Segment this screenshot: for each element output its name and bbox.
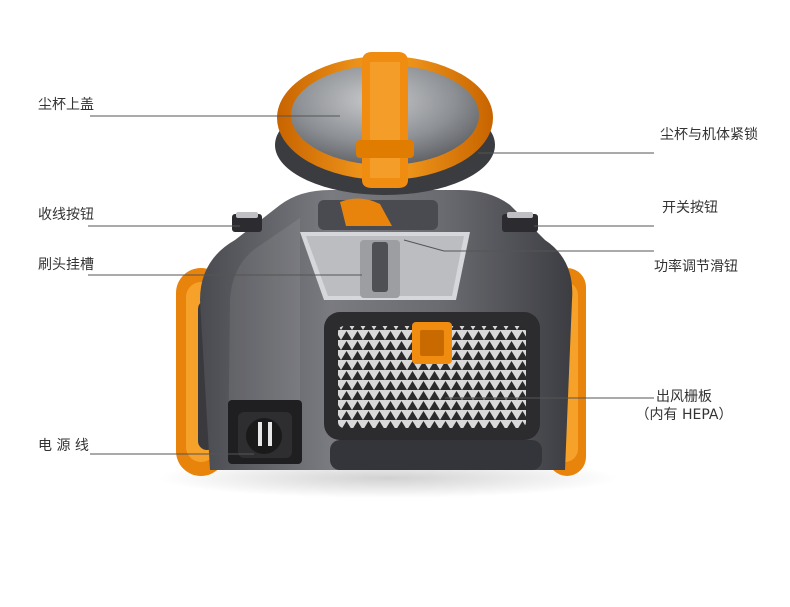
label-brush-holder: 刷头挂槽 xyxy=(38,257,94,273)
exhaust-grille xyxy=(324,312,540,440)
label-exhaust-grille: 出风栅板 xyxy=(656,389,712,405)
body-highlight xyxy=(228,218,300,460)
leader-lines xyxy=(88,115,654,455)
label-cord-rewind-button: 收线按钮 xyxy=(38,207,94,223)
label-power-switch-button: 开关按钮 xyxy=(662,200,718,216)
dust-cup-handle xyxy=(356,52,414,188)
label-dust-cup-lock: 尘杯与机体紧锁 xyxy=(660,127,758,143)
label-exhaust-hepa-note: （内有 HEPA） xyxy=(635,407,733,423)
power-cord-plug xyxy=(228,400,302,464)
label-exhaust-grille-group: 出风栅板 （内有 HEPA） xyxy=(622,388,746,424)
label-power-cord: 电 源 线 xyxy=(38,438,89,454)
cord-rewind-button xyxy=(232,212,262,232)
power-slider xyxy=(318,198,438,230)
label-power-slider: 功率调节滑钮 xyxy=(654,259,738,275)
power-switch-button xyxy=(502,212,538,232)
brush-holder-panel xyxy=(300,232,470,300)
label-dust-cup-lid: 尘杯上盖 xyxy=(38,97,94,113)
lower-panel xyxy=(330,440,542,470)
